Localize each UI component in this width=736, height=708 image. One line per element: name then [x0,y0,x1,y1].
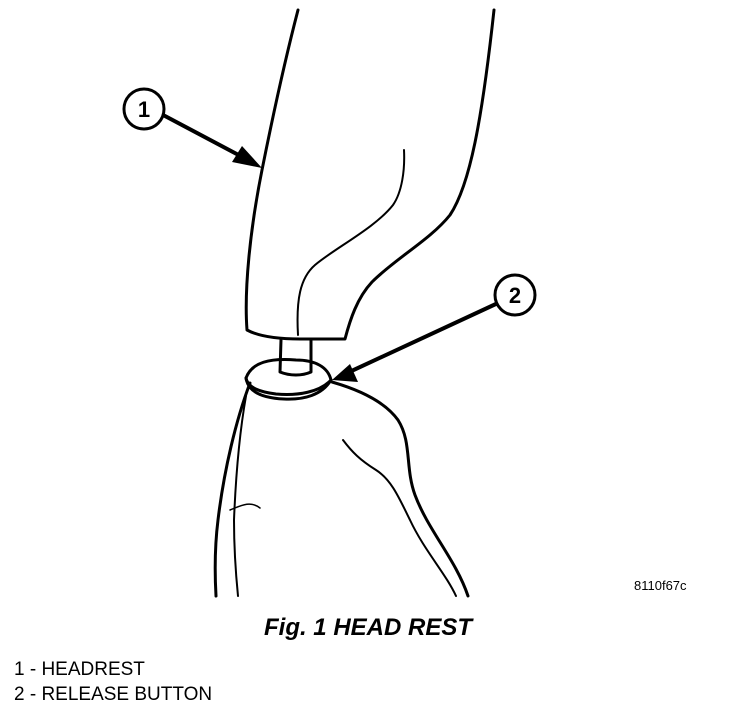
callout-2-arrowhead [332,364,358,382]
callout-2-leader [343,301,500,376]
seat-back-outline [213,380,470,598]
image-code: 8110f67c [634,578,687,593]
callout-2: 2 [493,273,537,317]
callout-1-leader [163,114,250,162]
callout-1-number: 1 [138,97,150,122]
legend-item-headrest: 1 - HEADREST [14,659,145,680]
legend: 1 - HEADREST 2 - RELEASE BUTTON [14,657,212,707]
callout-1: 1 [122,87,166,131]
headrest-post [278,338,313,377]
callout-1-arrowhead [232,146,262,168]
legend-item-release-button: 2 - RELEASE BUTTON [14,684,213,705]
callout-2-number: 2 [509,283,521,308]
headrest-outline [244,8,496,341]
release-button [244,358,333,401]
figure-caption: Fig. 1 HEAD REST [263,614,473,641]
headrest-diagram: 1 2 [122,8,537,598]
